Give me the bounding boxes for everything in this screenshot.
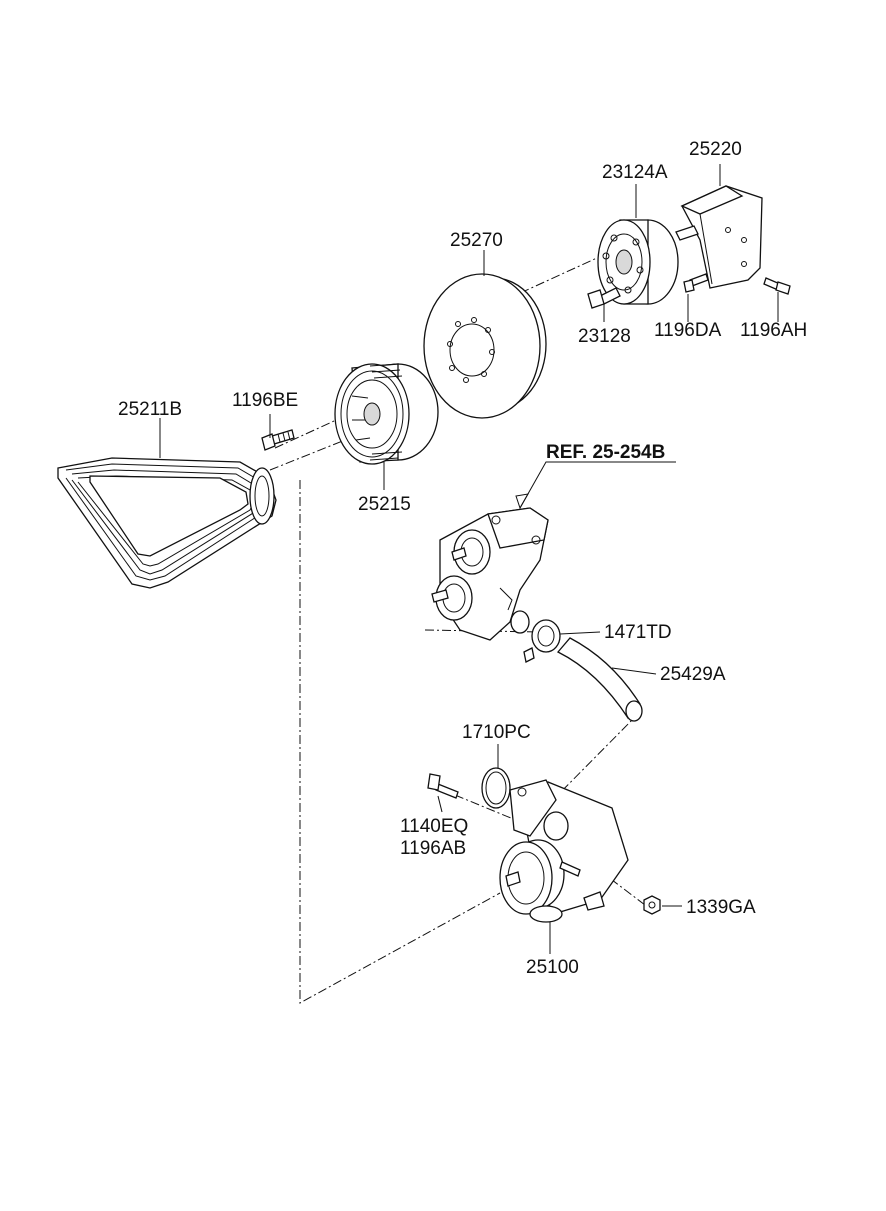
label-25220: 25220 bbox=[689, 139, 742, 160]
bracket-25220 bbox=[675, 185, 763, 289]
label-1196ab: 1196AB bbox=[400, 838, 466, 859]
hose-clamp-1471td bbox=[523, 619, 561, 663]
bolt-23128 bbox=[587, 287, 621, 309]
nut-1339ga bbox=[643, 895, 661, 915]
thermostat-housing bbox=[431, 507, 549, 641]
label-1710pc: 1710PC bbox=[462, 722, 531, 743]
hub-23124a bbox=[597, 219, 679, 305]
label-1196da: 1196DA bbox=[654, 320, 722, 341]
o-ring-1710pc bbox=[481, 767, 511, 809]
part-labels: 25220 23124A 25270 23128 1196DA 1196AH 1… bbox=[118, 139, 807, 978]
damper-disc-25270 bbox=[423, 273, 547, 419]
label-25429a: 25429A bbox=[660, 664, 726, 685]
label-1339ga: 1339GA bbox=[686, 897, 756, 918]
bolt-1196be bbox=[261, 429, 295, 451]
label-ref-25-254b: REF. 25-254B bbox=[546, 442, 665, 463]
drive-belt bbox=[57, 457, 277, 589]
label-25215: 25215 bbox=[358, 494, 411, 515]
label-1471td: 1471TD bbox=[604, 622, 672, 643]
crank-pulley-25215 bbox=[334, 363, 439, 465]
label-23128: 23128 bbox=[578, 326, 631, 347]
label-1196be: 1196BE bbox=[232, 390, 298, 411]
bolt-1196ah bbox=[763, 277, 791, 295]
label-25100: 25100 bbox=[526, 957, 579, 978]
label-1196ah: 1196AH bbox=[740, 320, 807, 341]
water-pump-25100 bbox=[499, 779, 629, 923]
label-25270: 25270 bbox=[450, 230, 503, 251]
bolt-1196da bbox=[683, 273, 709, 293]
bolt-1140eq bbox=[427, 773, 459, 799]
hose-25429a bbox=[556, 637, 643, 722]
label-25211b: 25211B bbox=[118, 399, 182, 420]
label-1140eq: 1140EQ bbox=[400, 816, 468, 837]
label-23124a: 23124A bbox=[602, 162, 668, 183]
